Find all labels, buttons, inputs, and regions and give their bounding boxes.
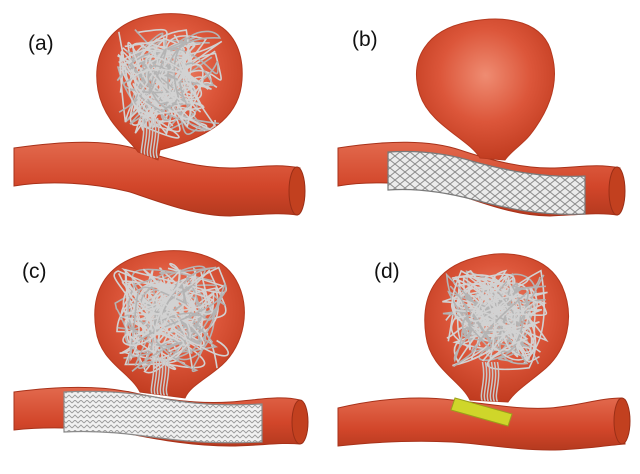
panel-d: (d) (338, 254, 630, 450)
panel-label-b: (b) (352, 28, 378, 51)
aneurysm-sac-b (417, 19, 555, 160)
panel-label-a: (a) (28, 32, 54, 55)
vessel-end-a (289, 167, 305, 215)
panel-label-d: (d) (374, 260, 400, 283)
stent-c (64, 391, 262, 443)
panel-label-c: (c) (22, 260, 47, 283)
panel-b: (b) (338, 19, 625, 216)
panel-a: (a) (14, 14, 305, 216)
vessel-end-b (609, 167, 625, 215)
vessel-end-d (614, 398, 630, 444)
panel-c: (c) (14, 251, 308, 446)
vessel-end-c (292, 400, 308, 444)
